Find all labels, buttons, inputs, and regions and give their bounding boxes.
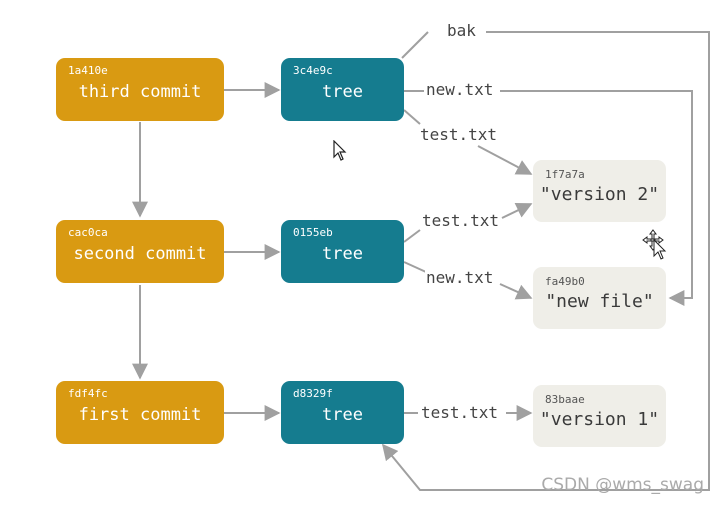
arrow-top-tree-bak xyxy=(401,31,429,59)
blob-hash: 83baae xyxy=(545,393,585,406)
commit-label: second commit xyxy=(73,244,207,264)
mouse-pointer-icon xyxy=(333,140,347,161)
edge-label-new-txt-mid: new.txt xyxy=(425,268,495,287)
watermark-text: CSDN @wms_swag xyxy=(541,475,704,495)
tree-label: tree xyxy=(322,405,363,425)
edge-label-test-txt-mid: test.txt xyxy=(421,211,501,230)
blob-node-version2: 1f7a7a "version 2" xyxy=(533,160,666,222)
tree-hash: d8329f xyxy=(293,387,333,400)
arrow-mid-new-to-newfile xyxy=(499,283,533,300)
blob-label: "new file" xyxy=(545,291,654,312)
arrow-mid-tree-new-txt xyxy=(403,261,427,273)
commit-hash: 1a410e xyxy=(68,64,108,77)
blob-node-newfile: fa49b0 "new file" xyxy=(533,267,666,329)
blob-node-version1: 83baae "version 1" xyxy=(533,385,666,447)
commit-node-second: cac0ca second commit xyxy=(56,220,224,283)
commit-node-first: fdf4fc first commit xyxy=(56,381,224,444)
arrow-top-tree-test-txt xyxy=(403,109,421,125)
tree-node-middle: 0155eb tree xyxy=(281,220,404,283)
arrow-mid-tree-test-txt xyxy=(403,229,421,243)
blob-label: "version 2" xyxy=(539,184,660,205)
commit-hash: cac0ca xyxy=(68,226,108,239)
move-cursor-icon xyxy=(642,229,667,260)
arrow-bak-to-bottom-tree xyxy=(381,31,710,491)
edge-label-test-txt-top: test.txt xyxy=(419,125,499,144)
blob-hash: fa49b0 xyxy=(545,275,585,288)
arrow-mid-test-to-v2 xyxy=(501,203,533,219)
tree-hash: 0155eb xyxy=(293,226,333,239)
tree-node-top: 3c4e9c tree xyxy=(281,58,404,121)
tree-label: tree xyxy=(322,82,363,102)
tree-node-bottom: d8329f tree xyxy=(281,381,404,444)
commit-label: first commit xyxy=(78,405,202,425)
edge-label-new-txt-top: new.txt xyxy=(425,80,495,99)
commit-node-third: 1a410e third commit xyxy=(56,58,224,121)
arrow-new-txt-to-newfile xyxy=(500,90,693,306)
blob-label: "version 1" xyxy=(539,409,660,430)
arrow-test-txt-to-v2 xyxy=(477,145,533,175)
tree-hash: 3c4e9c xyxy=(293,64,333,77)
blob-hash: 1f7a7a xyxy=(545,168,585,181)
commit-hash: fdf4fc xyxy=(68,387,108,400)
edge-label-test-txt-bottom: test.txt xyxy=(420,403,500,422)
commit-label: third commit xyxy=(78,82,202,102)
edge-label-bak: bak xyxy=(446,21,477,40)
tree-label: tree xyxy=(322,244,363,264)
